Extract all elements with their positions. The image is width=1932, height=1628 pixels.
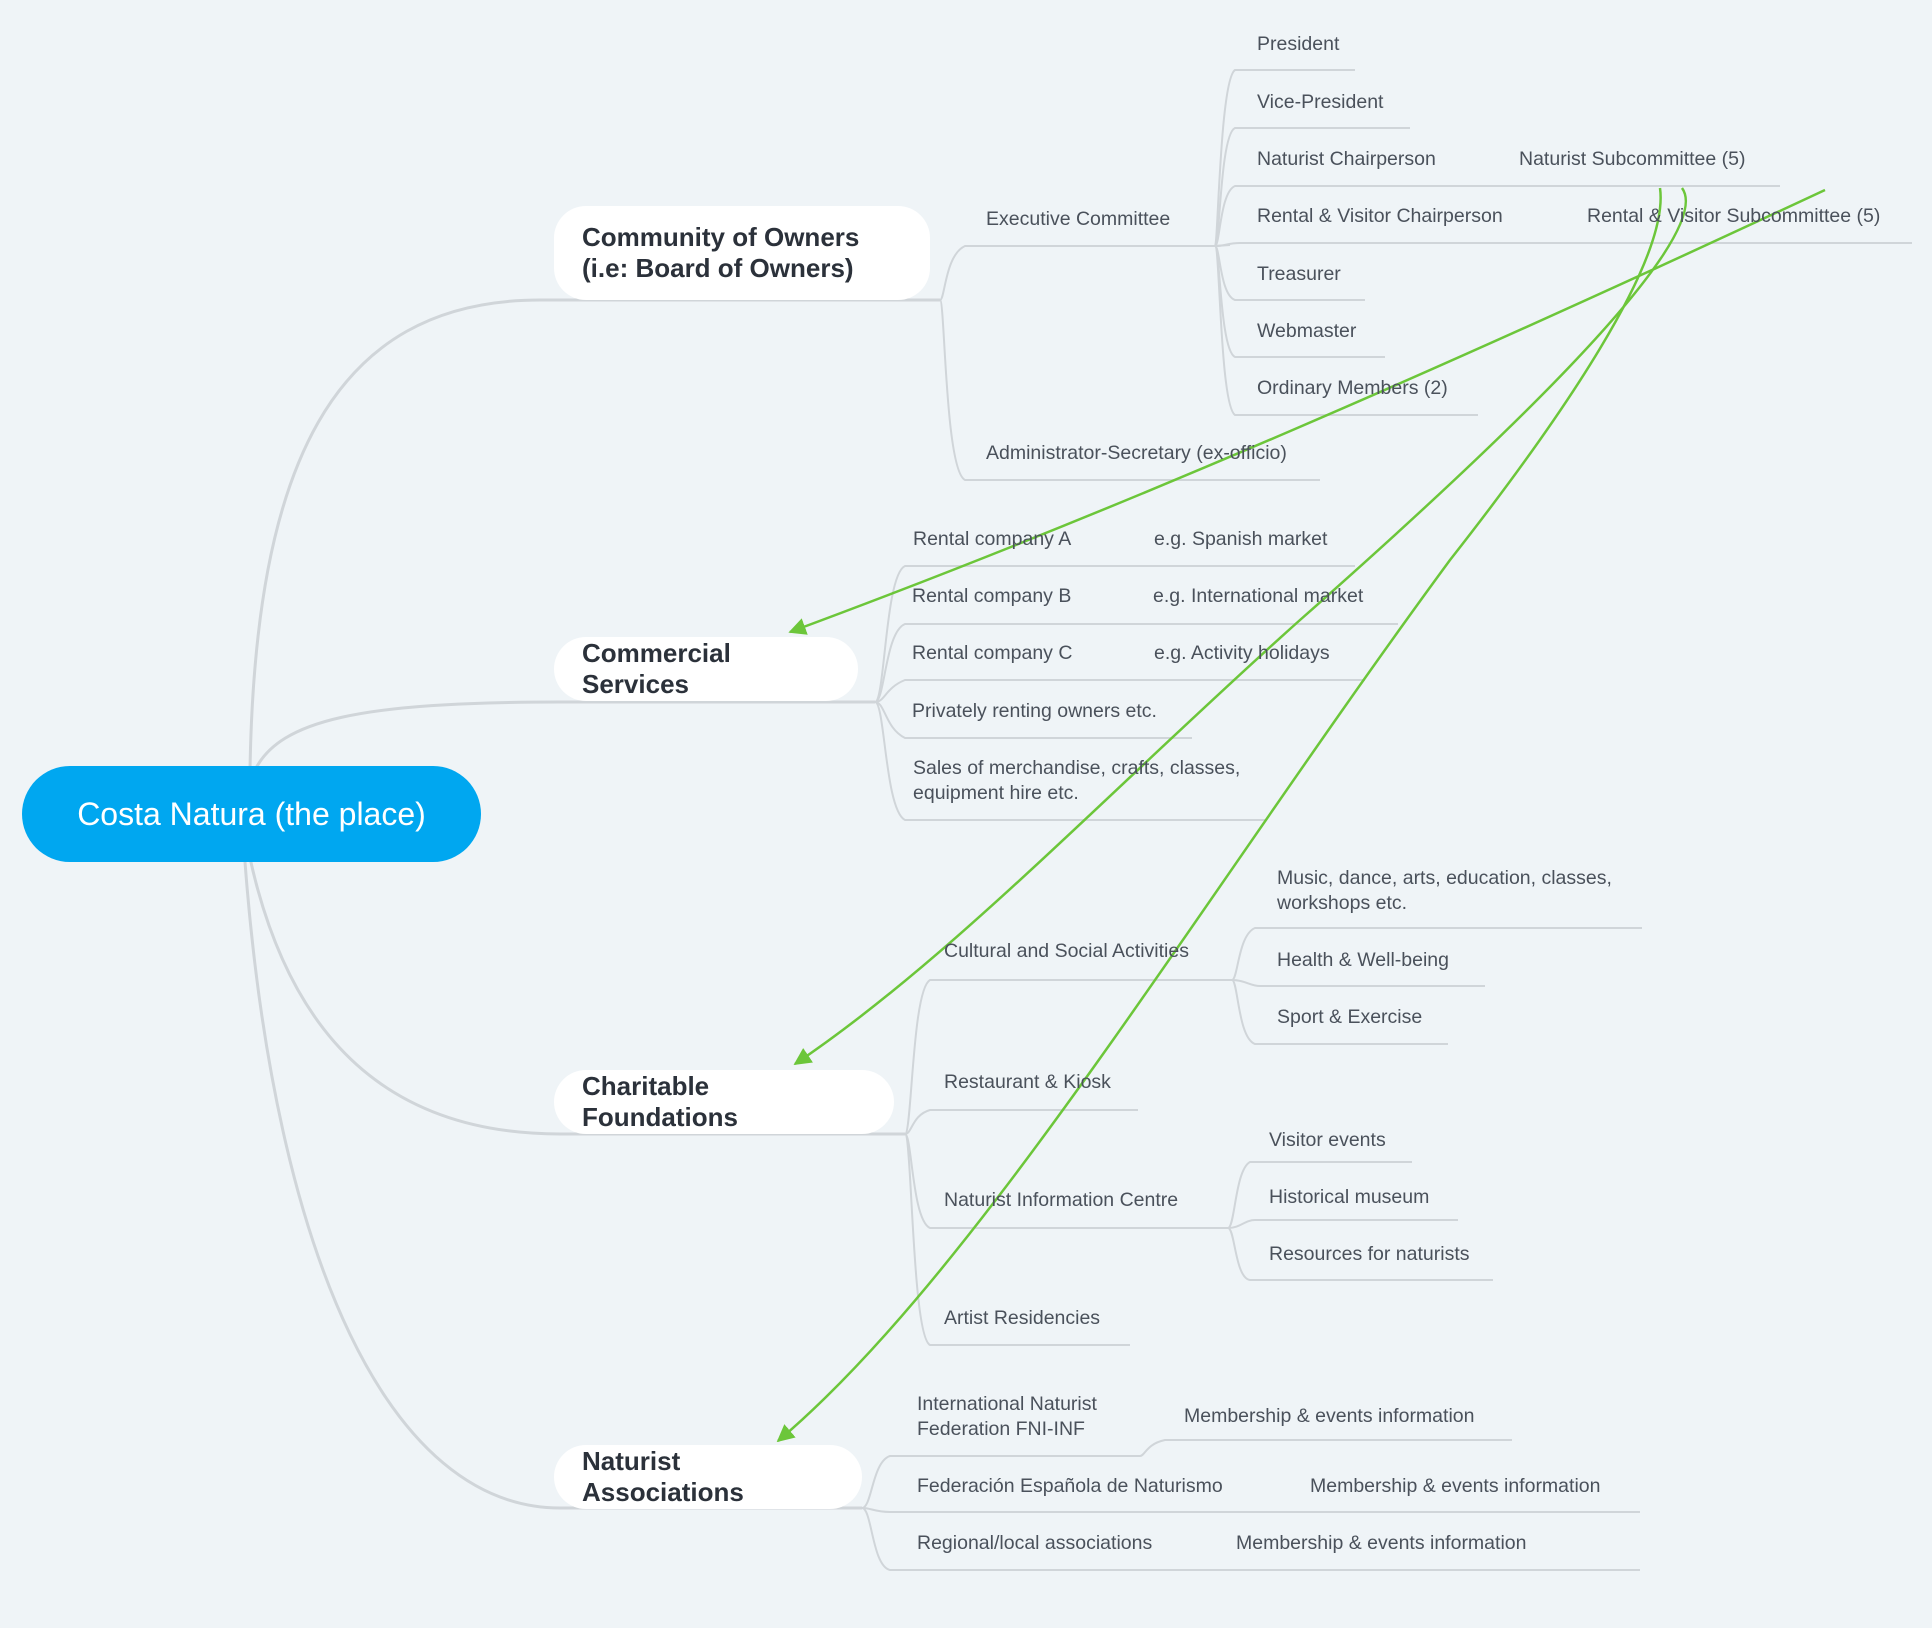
- relationship-arrow-associations: [776, 187, 1662, 1443]
- subtopic-president[interactable]: President: [1257, 33, 1340, 55]
- subtopic-naturist-chairperson[interactable]: Naturist Chairperson: [1257, 148, 1436, 170]
- subtopic-sales[interactable]: Sales of merchandise, crafts, classes, e…: [913, 757, 1241, 804]
- topic-charitable-foundations[interactable]: Charitable Foundations: [554, 1070, 894, 1134]
- topic-associations-label: Naturist Associations: [582, 1446, 744, 1507]
- root-topic[interactable]: Costa Natura (the place): [22, 766, 481, 862]
- note-spanish-market[interactable]: e.g. Spanish market: [1154, 528, 1328, 550]
- topic-community-of-owners[interactable]: Community of Owners (i.e: Board of Owner…: [554, 206, 930, 300]
- subtopic-restaurant-kiosk[interactable]: Restaurant & Kiosk: [944, 1071, 1111, 1093]
- subtopic-information-centre[interactable]: Naturist Information Centre: [944, 1189, 1179, 1211]
- subtopic-rental-subcommittee[interactable]: Rental & Visitor Subcommittee (5): [1587, 205, 1881, 227]
- branch-charitable: [248, 857, 905, 1136]
- note-activity-holidays[interactable]: e.g. Activity holidays: [1154, 642, 1330, 664]
- branch-community: [248, 298, 940, 771]
- charitable-branches: [904, 927, 1642, 1346]
- note-inf-membership[interactable]: Membership & events information: [1184, 1405, 1475, 1427]
- subtopic-visitor-events[interactable]: Visitor events: [1269, 1129, 1386, 1151]
- subtopic-executive-committee[interactable]: Executive Committee: [986, 208, 1171, 230]
- subtopic-naturist-subcommittee[interactable]: Naturist Subcommittee (5): [1519, 148, 1746, 170]
- relationship-arrow-commercial: [788, 188, 1826, 635]
- community-branches: [939, 69, 1912, 481]
- subtopic-rental-company-c[interactable]: Rental company C: [912, 642, 1073, 664]
- subtopic-administrator[interactable]: Administrator-Secretary (ex-officio): [986, 442, 1287, 464]
- relationship-arrow-charitable: [793, 187, 1688, 1066]
- note-regional-membership[interactable]: Membership & events information: [1236, 1532, 1527, 1554]
- subtopic-rental-chairperson[interactable]: Rental & Visitor Chairperson: [1257, 205, 1503, 227]
- note-international-market[interactable]: e.g. International market: [1153, 585, 1364, 607]
- subtopic-fen[interactable]: Federación Española de Naturismo: [917, 1475, 1223, 1497]
- subtopic-artist-residencies[interactable]: Artist Residencies: [944, 1307, 1101, 1329]
- subtopic-health[interactable]: Health & Well-being: [1277, 949, 1449, 971]
- subtopic-vice-president[interactable]: Vice-President: [1257, 91, 1384, 113]
- topic-naturist-associations[interactable]: Naturist Associations: [554, 1445, 862, 1509]
- note-fen-membership[interactable]: Membership & events information: [1310, 1475, 1601, 1497]
- topic-community-label: Community of Owners (i.e: Board of Owner…: [582, 222, 860, 283]
- subtopic-rental-company-b[interactable]: Rental company B: [912, 585, 1072, 607]
- subtopic-regional[interactable]: Regional/local associations: [917, 1532, 1153, 1554]
- root-topic-label: Costa Natura (the place): [77, 795, 426, 832]
- commercial-branches: [874, 565, 1398, 821]
- associations-branches: [861, 1439, 1640, 1571]
- relationship-arrows: [776, 187, 1826, 1443]
- branch-commercial: [253, 700, 875, 771]
- subtopic-music-dance[interactable]: Music, dance, arts, education, classes, …: [1277, 867, 1612, 914]
- root-branches: [243, 298, 940, 1510]
- subtopic-fni-inf[interactable]: International Naturist Federation FNI-IN…: [917, 1393, 1097, 1440]
- subtopic-private-owners[interactable]: Privately renting owners etc.: [912, 700, 1157, 722]
- subtopic-cultural-social[interactable]: Cultural and Social Activities: [944, 940, 1189, 962]
- branch-associations: [243, 861, 862, 1510]
- subtopic-historical-museum[interactable]: Historical museum: [1269, 1186, 1430, 1208]
- subtopic-ordinary-members[interactable]: Ordinary Members (2): [1257, 377, 1448, 399]
- subtopic-treasurer[interactable]: Treasurer: [1257, 263, 1341, 285]
- topic-commercial-label: Commercial Services: [582, 638, 731, 699]
- topic-charitable-label: Charitable Foundations: [582, 1071, 738, 1132]
- subtopic-sport[interactable]: Sport & Exercise: [1277, 1006, 1423, 1028]
- subtopic-rental-company-a[interactable]: Rental company A: [913, 528, 1072, 550]
- subtopic-webmaster[interactable]: Webmaster: [1257, 320, 1357, 342]
- subtopic-resources[interactable]: Resources for naturists: [1269, 1243, 1470, 1265]
- topic-commercial-services[interactable]: Commercial Services: [554, 637, 858, 701]
